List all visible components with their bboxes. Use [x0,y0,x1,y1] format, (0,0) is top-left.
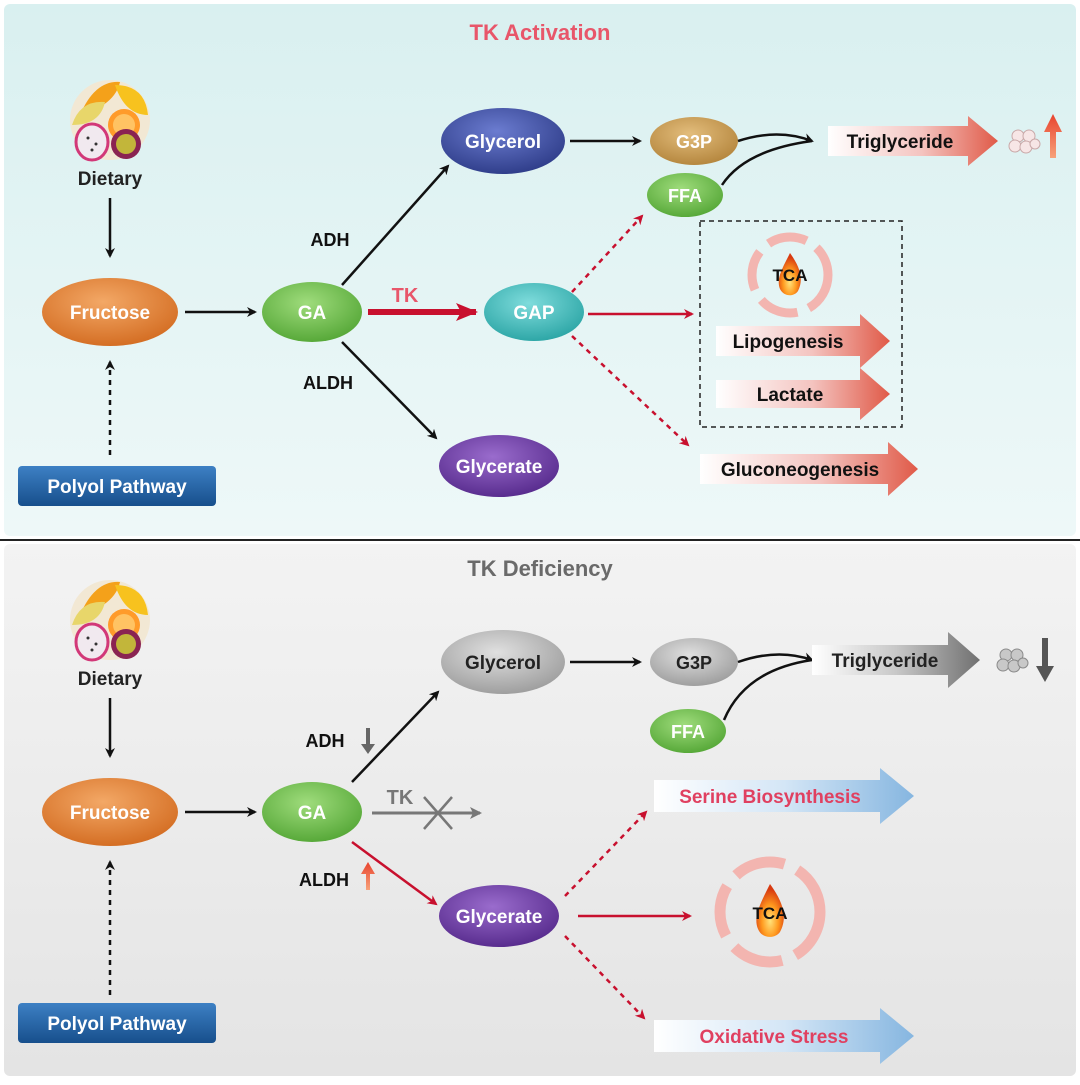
svg-text:Glycerol: Glycerol [465,653,541,674]
bottom-adh-label: ADH [306,731,345,751]
top-glycerol-node: Glycerol [441,108,565,174]
top-dashed-box [699,220,903,428]
bottom-arrow-ga-glycerol [351,690,440,783]
top-glycerate-node: Glycerate [439,435,559,497]
bottom-tk-label: TK [387,787,414,809]
svg-text:Lactate: Lactate [757,385,824,406]
top-fructose-node: Fructose [42,278,178,346]
bottom-glycerol-node: Glycerol [441,630,565,694]
fruit-icon [70,80,150,162]
svg-text:GA: GA [298,303,327,324]
bottom-dietary-label: Dietary [78,669,143,690]
top-arrow-ffa-tg [720,139,813,186]
blocked-x-icon [423,796,453,830]
top-ffa-node: FFA [647,173,723,217]
bottom-tca-label: TCA [753,904,788,923]
bottom-arrow-ga-glycerate [351,840,438,906]
svg-text:Polyol Pathway: Polyol Pathway [47,477,187,498]
bottom-serine-biosynthesis-arrow: Serine Biosynthesis [654,768,914,824]
up-arrow-icon [361,862,375,890]
top-arrow-gap-ffa [571,214,644,293]
bottom-arrow-ffa-tg [722,658,813,721]
bottom-fructose-node: Fructose [42,778,178,846]
top-aldh-label: ALDH [303,373,353,393]
top-gap-node: GAP [484,283,584,341]
svg-text:Fructose: Fructose [70,303,150,324]
svg-text:FFA: FFA [668,186,702,206]
top-gluconeogenesis-arrow: Gluconeogenesis [700,442,918,496]
svg-text:Triglyceride: Triglyceride [832,651,939,672]
svg-text:Triglyceride: Triglyceride [847,132,954,153]
bottom-glycerate-node: Glycerate [439,885,559,947]
svg-text:Lipogenesis: Lipogenesis [733,332,844,353]
svg-text:Glycerol: Glycerol [465,132,541,153]
svg-text:Fructose: Fructose [70,803,150,824]
bottom-arrow-g3p-tg [737,652,814,664]
svg-text:Oxidative Stress: Oxidative Stress [700,1027,849,1048]
svg-text:G3P: G3P [676,132,712,152]
bottom-ga-node: GA [262,782,362,842]
up-arrow-icon [1044,114,1062,158]
bottom-triglyceride-arrow: Triglyceride [812,632,980,688]
top-polyol-pathway-box: Polyol Pathway [18,466,216,506]
top-adh-label: ADH [311,230,350,250]
bottom-oxidative-stress-arrow: Oxidative Stress [654,1008,914,1064]
fruit-icon [70,580,150,662]
svg-text:Glycerate: Glycerate [456,457,543,478]
bottom-aldh-label: ALDH [299,870,349,890]
svg-text:FFA: FFA [671,722,705,742]
top-arrow-ga-glycerol [341,164,450,286]
svg-text:Polyol Pathway: Polyol Pathway [47,1014,187,1035]
top-arrow-g3p-tg [737,133,814,143]
top-arrow-gap-gluconeogenesis [571,335,690,447]
svg-text:Gluconeogenesis: Gluconeogenesis [721,460,879,481]
bottom-title: TK Deficiency [467,556,613,581]
bottom-lipid-droplet-icon [996,648,1029,673]
top-arrow-ga-glycerate [341,341,438,440]
top-dietary-label: Dietary [78,169,143,190]
bottom-ffa-node: FFA [650,709,726,753]
top-lipid-droplet-icon [1008,129,1041,154]
svg-text:Serine Biosynthesis: Serine Biosynthesis [679,787,861,808]
top-triglyceride-arrow: Triglyceride [828,116,998,166]
down-arrow-icon [1036,638,1054,682]
top-title: TK Activation [470,20,611,45]
top-ga-node: GA [262,282,362,342]
top-tca-cycle-icon: TCA [747,232,833,318]
bottom-polyol-pathway-box: Polyol Pathway [18,1003,216,1043]
top-lactate-arrow: Lactate [716,368,890,420]
top-tk-label: TK [392,285,419,307]
svg-text:GA: GA [298,803,327,824]
bottom-arrow-glycerate-oxidative [564,935,646,1020]
bottom-g3p-node: G3P [650,638,738,686]
down-arrow-icon [361,728,375,754]
svg-text:G3P: G3P [676,653,712,673]
svg-text:GAP: GAP [513,303,555,324]
bottom-tca-cycle-icon: TCA [714,856,826,968]
top-tca-label: TCA [773,266,808,285]
top-lipogenesis-arrow: Lipogenesis [716,314,890,368]
svg-text:Glycerate: Glycerate [456,907,543,928]
top-g3p-node: G3P [650,117,738,165]
